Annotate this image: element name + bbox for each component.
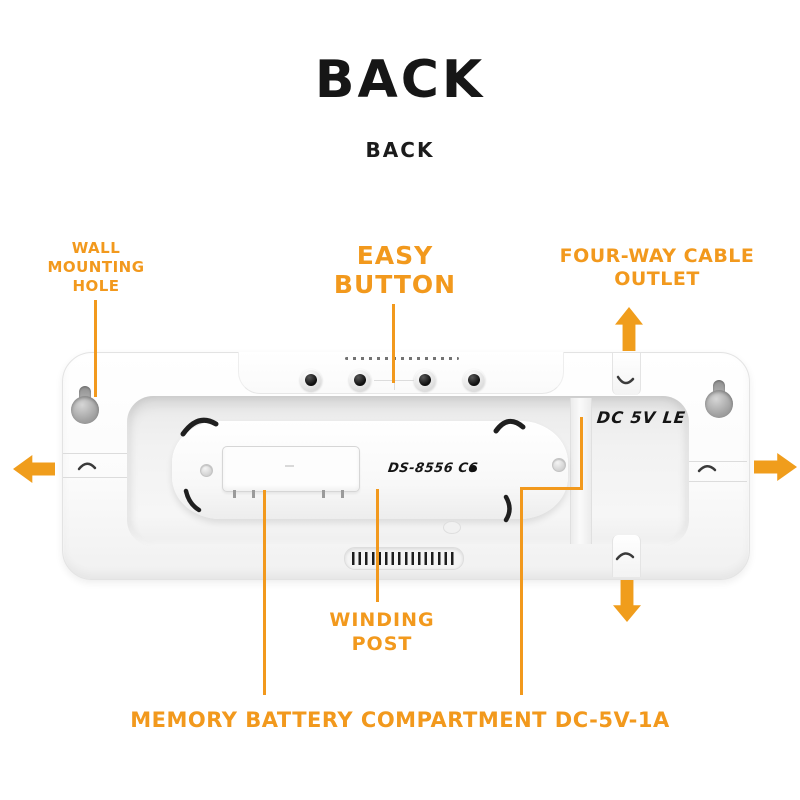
callout-line: BUTTON: [333, 270, 457, 299]
screw: [200, 464, 213, 477]
battery-clip: [341, 490, 344, 498]
battery-compartment: [222, 446, 360, 492]
arrow-left-icon: [13, 455, 55, 483]
callout-line: WALL: [71, 239, 121, 257]
back-button-2: [349, 369, 371, 391]
callout-winding-post: WINDING POST: [302, 608, 462, 656]
leader-line-battery-compartment: [263, 490, 266, 695]
cable-outlet-notch-top: [612, 353, 641, 395]
cable-outlet-notch-right-seam: [689, 461, 747, 462]
battery-clip: [252, 490, 255, 498]
screw: [552, 458, 566, 472]
model-number-marking: DS-8556 C6: [386, 461, 479, 476]
arrow-right-icon: [754, 453, 797, 481]
battery-cover-dash: [285, 465, 294, 467]
cable-outlet-notch-left-seam: [63, 453, 127, 454]
arrow-up-icon: [615, 307, 643, 351]
page-subtitle: BACK: [365, 138, 435, 162]
molded-tab: [443, 521, 461, 534]
winding-post-grille: [344, 547, 464, 570]
leader-line-dc-vertical-lower: [520, 487, 523, 695]
leader-line-easy-button: [392, 304, 395, 383]
cable-outlet-notch-bottom: [612, 535, 641, 577]
leader-line-dc-vertical-upper: [580, 417, 583, 490]
leader-line-dc-horizontal: [520, 487, 583, 490]
dc-port-marking: DC 5V LE: [596, 408, 687, 427]
grille-bars: [352, 552, 455, 565]
callout-line: FOUR-WAY CABLE: [559, 245, 755, 267]
back-button-4: [463, 369, 485, 391]
callout-four-way-cable-outlet: FOUR-WAY CABLE OUTLET: [547, 245, 767, 291]
leader-line-wall-mounting-hole: [94, 300, 97, 397]
arrow-down-icon: [613, 580, 641, 622]
vent-dots: [345, 357, 459, 360]
callout-line: EASY: [356, 241, 434, 270]
callout-line: MOUNTING: [47, 258, 145, 276]
callout-line: OUTLET: [614, 268, 700, 290]
leader-line-winding-post: [376, 489, 379, 602]
callout-line: WINDING: [329, 609, 435, 631]
cable-outlet-notch-right-seam: [689, 481, 747, 482]
battery-clip: [233, 490, 236, 498]
wall-mount-keyhole-right: [705, 390, 733, 418]
callout-memory-battery-compartment: MEMORY BATTERY COMPARTMENT DC-5V-1A: [0, 708, 800, 732]
callout-line: HOLE: [72, 277, 120, 295]
callout-wall-mounting-hole: WALL MOUNTING HOLE: [26, 239, 166, 296]
wall-mount-keyhole-left: [71, 396, 99, 424]
callout-easy-button: EASY BUTTON: [315, 241, 475, 299]
back-button-3: [414, 369, 436, 391]
back-button-1: [300, 369, 322, 391]
battery-clip: [322, 490, 325, 498]
callout-line: POST: [351, 633, 413, 655]
callout-line: MEMORY BATTERY COMPARTMENT DC-5V-1A: [130, 708, 670, 732]
cable-outlet-notch-left-seam: [63, 477, 127, 478]
marking-dot: [470, 465, 477, 472]
page-title: BACK: [314, 50, 486, 110]
